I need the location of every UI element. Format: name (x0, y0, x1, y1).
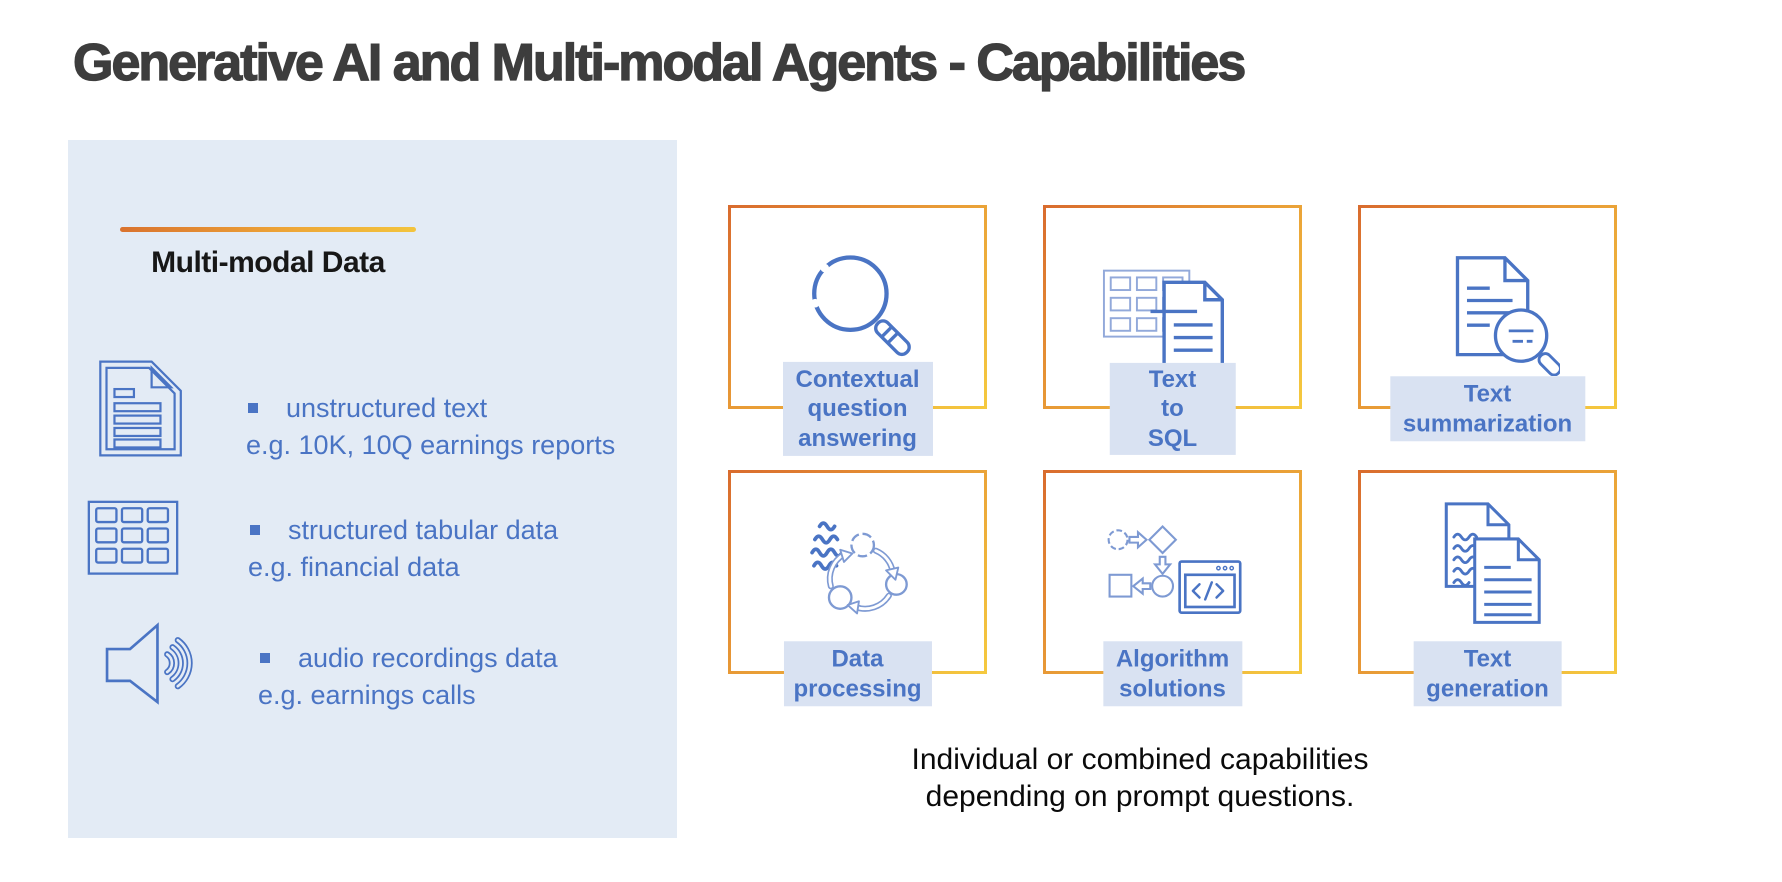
table-icon (87, 500, 179, 575)
document-icon (95, 359, 187, 458)
capability-box-contextual-question-answering: Contextual question answering (728, 205, 987, 456)
bullet-square-icon (250, 524, 260, 535)
capability-label: Contextual question answering (782, 362, 933, 456)
flowchart-code-icon (1102, 518, 1244, 626)
accent-divider (120, 227, 416, 232)
document-magnifier-icon (1448, 254, 1560, 376)
table-document-icon (1102, 259, 1232, 368)
item-line: unstructured text (246, 390, 615, 427)
process-cycle-icon (799, 517, 917, 628)
item-example: e.g. 10K, 10Q earnings reports (246, 430, 616, 460)
capability-label: Text to SQL (1109, 363, 1236, 455)
document-pair-icon (1433, 501, 1543, 626)
capability-box-algorithm-solutions: Algorithm solutions (1043, 470, 1302, 707)
capability-label: Algorithm solutions (1102, 641, 1243, 707)
bullet-square-icon (260, 652, 270, 663)
slide-title: Generative AI and Multi-modal Agents - C… (72, 33, 1247, 92)
bullet-square-icon (248, 402, 258, 413)
data-item-unstructured-text: unstructured text e.g. 10K, 10Q earnings… (246, 390, 615, 464)
data-item-structured-tabular: structured tabular data e.g. financial d… (248, 512, 558, 586)
panel-heading: Multi-modal Data (151, 246, 385, 279)
capability-box-text-to-sql: Text to SQL (1043, 205, 1302, 455)
item-line: structured tabular data (248, 512, 558, 549)
item-label: unstructured text (286, 393, 488, 423)
magnifying-glass-icon (799, 248, 917, 366)
data-item-audio-recordings: audio recordings data e.g. earnings call… (258, 640, 558, 714)
capability-label: Text summarization (1389, 376, 1586, 442)
item-label: audio recordings data (298, 643, 558, 673)
capability-label: Text generation (1413, 641, 1562, 707)
capability-label: Data processing (783, 641, 932, 707)
speaker-icon (92, 611, 207, 706)
capability-box-text-summarization: Text summarization (1358, 205, 1617, 442)
item-label: structured tabular data (288, 515, 559, 545)
multimodal-data-panel (68, 140, 677, 838)
item-example: e.g. financial data (248, 552, 460, 582)
item-line: audio recordings data (258, 640, 558, 677)
caption: Individual or combined capabilities depe… (911, 743, 1369, 814)
item-example: e.g. earnings calls (258, 680, 476, 710)
capability-box-data-processing: Data processing (728, 470, 987, 707)
capability-box-text-generation: Text generation (1358, 470, 1617, 707)
